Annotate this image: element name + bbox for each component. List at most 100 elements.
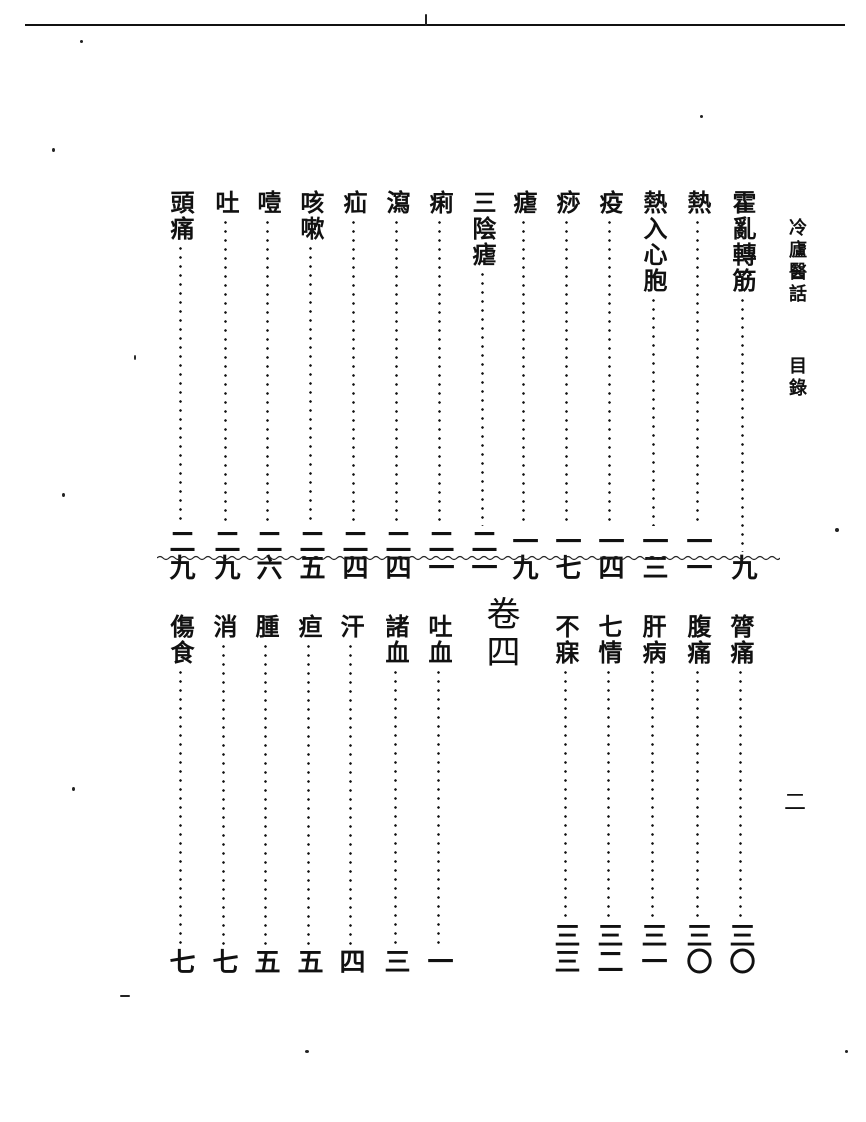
dot-leader	[351, 218, 355, 526]
entry-title: 腫	[251, 614, 280, 640]
entry-title: 傷食	[166, 614, 195, 666]
dot-leader	[563, 668, 567, 920]
scan-speck	[700, 115, 703, 118]
entry-title: 熱入心胞	[639, 190, 668, 294]
entry-page: 七	[208, 948, 238, 974]
dot-leader	[223, 218, 227, 526]
scan-speck	[62, 493, 65, 497]
entry-title: 七情	[594, 614, 623, 666]
toc-entry[interactable]: 吐血 一	[423, 614, 453, 974]
toc-entry[interactable]: 疝 二四	[338, 190, 368, 580]
dot-leader	[178, 668, 182, 946]
entry-title: 汗	[336, 614, 365, 640]
dot-leader	[348, 642, 352, 946]
scan-speck	[134, 355, 136, 360]
dot-leader	[265, 218, 269, 526]
entry-title: 咳嗽	[296, 190, 325, 242]
dot-leader	[607, 218, 611, 526]
entry-title: 霍亂轉筋	[728, 190, 757, 294]
toc-entry[interactable]: 三陰瘧 二一	[467, 190, 497, 580]
page-number: 二	[780, 790, 805, 812]
entry-page: 二五	[295, 528, 325, 580]
dot-leader	[394, 218, 398, 526]
dot-leader	[263, 642, 267, 946]
toc-entry[interactable]: 頭痛 二九	[165, 190, 195, 580]
entry-page: 三一	[637, 922, 667, 974]
entry-page: 三三	[550, 922, 580, 974]
book-title: 冷廬醫話	[786, 218, 807, 306]
toc-entry[interactable]: 不寐 三三	[550, 614, 580, 974]
toc-entry[interactable]: 消 七	[208, 614, 238, 974]
wavy-divider	[157, 555, 780, 561]
dot-leader	[521, 218, 525, 526]
dot-leader	[606, 668, 610, 920]
entry-page: 一四	[594, 528, 624, 580]
entry-title: 瀉	[382, 190, 411, 216]
dot-leader	[437, 218, 441, 526]
entry-page: 二九	[210, 528, 240, 580]
entry-title: 痧	[552, 190, 581, 216]
toc-entry[interactable]: 熱入心胞 一三	[638, 190, 668, 580]
toc-entry[interactable]: 痧 一七	[551, 190, 581, 580]
toc-entry[interactable]: 噎 二六	[252, 190, 282, 580]
dot-leader	[740, 296, 744, 552]
toc-entry[interactable]: 腹痛 三〇	[682, 614, 712, 974]
entry-page: 三〇	[725, 922, 755, 974]
entry-page: 二一	[424, 528, 454, 580]
toc-entry[interactable]: 汗 四	[335, 614, 365, 974]
toc-entry[interactable]: 疫 一四	[594, 190, 624, 580]
section-title: 目錄	[786, 356, 807, 400]
entry-title: 吐血	[424, 614, 453, 666]
dot-leader	[695, 218, 699, 526]
entry-title: 膂痛	[726, 614, 755, 666]
entry-page: 三二	[593, 922, 623, 974]
toc-entry[interactable]: 瀉 二四	[381, 190, 411, 580]
entry-page: 三	[380, 948, 410, 974]
entry-page: 五	[250, 948, 280, 974]
running-header: 冷廬醫話 目錄	[785, 218, 807, 400]
dot-leader	[738, 668, 742, 920]
entry-page: 二九	[165, 528, 195, 580]
volume-heading: 卷四	[480, 596, 520, 672]
toc-entry[interactable]: 霍亂轉筋 九	[727, 190, 757, 580]
toc-entry[interactable]: 痢 二一	[424, 190, 454, 580]
entry-page: 四	[335, 948, 365, 974]
scan-speck	[425, 14, 427, 26]
scan-speck	[305, 1050, 309, 1053]
dot-leader	[650, 668, 654, 920]
dot-leader	[308, 244, 312, 526]
dot-leader	[436, 668, 440, 946]
scan-speck	[52, 148, 55, 152]
entry-page: 三〇	[682, 922, 712, 974]
entry-title: 疝	[339, 190, 368, 216]
dot-leader	[221, 642, 225, 946]
scan-speck	[120, 995, 130, 997]
entry-title: 痢	[425, 190, 454, 216]
toc-entry[interactable]: 吐 二九	[210, 190, 240, 580]
entry-page: 一一	[682, 528, 712, 580]
entry-title: 疸	[294, 614, 323, 640]
dot-leader	[306, 642, 310, 946]
entry-page: 五	[293, 948, 323, 974]
entry-title: 消	[209, 614, 238, 640]
top-border-rule	[25, 24, 845, 26]
toc-entry[interactable]: 瘧 一九	[508, 190, 538, 580]
entry-title: 頭痛	[166, 190, 195, 242]
entry-title: 腹痛	[683, 614, 712, 666]
toc-entry[interactable]: 七情 三二	[593, 614, 623, 974]
toc-entry[interactable]: 疸 五	[293, 614, 323, 974]
entry-title: 肝病	[638, 614, 667, 666]
toc-entry[interactable]: 傷食 七	[165, 614, 195, 974]
toc-entry[interactable]: 熱 一一	[682, 190, 712, 580]
toc-entry[interactable]: 膂痛 三〇	[725, 614, 755, 974]
toc-entry[interactable]: 諸血 三	[380, 614, 410, 974]
toc-entry[interactable]: 腫 五	[250, 614, 280, 974]
entry-title: 熱	[683, 190, 712, 216]
dot-leader	[480, 270, 484, 526]
scan-speck	[72, 787, 75, 791]
entry-title: 疫	[595, 190, 624, 216]
entry-page: 二四	[381, 528, 411, 580]
toc-entry[interactable]: 肝病 三一	[637, 614, 667, 974]
entry-title: 吐	[211, 190, 240, 216]
toc-entry[interactable]: 咳嗽 二五	[295, 190, 325, 580]
